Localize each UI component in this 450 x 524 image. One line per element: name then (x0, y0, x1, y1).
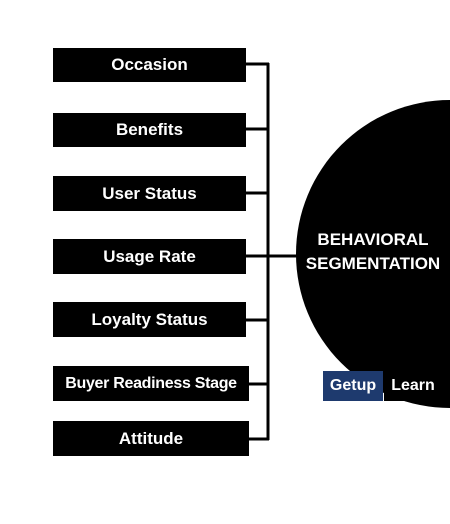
logo-learn: Learn (384, 371, 442, 401)
segment-box-occasion: Occasion (53, 48, 246, 82)
segment-box-usage-rate: Usage Rate (53, 239, 246, 274)
segment-box-buyer-readiness-stage: Buyer Readiness Stage (53, 366, 249, 401)
logo-getup: Getup (323, 371, 383, 401)
segment-box-benefits: Benefits (53, 113, 246, 147)
center-circle (296, 100, 450, 408)
center-label-line1: BEHAVIORAL (317, 230, 429, 249)
segment-box-user-status: User Status (53, 176, 246, 211)
segment-box-loyalty-status: Loyalty Status (53, 302, 246, 337)
center-label: BEHAVIORAL SEGMENTATION (296, 228, 450, 276)
center-label-line2: SEGMENTATION (305, 254, 441, 273)
segment-box-attitude: Attitude (53, 421, 249, 456)
